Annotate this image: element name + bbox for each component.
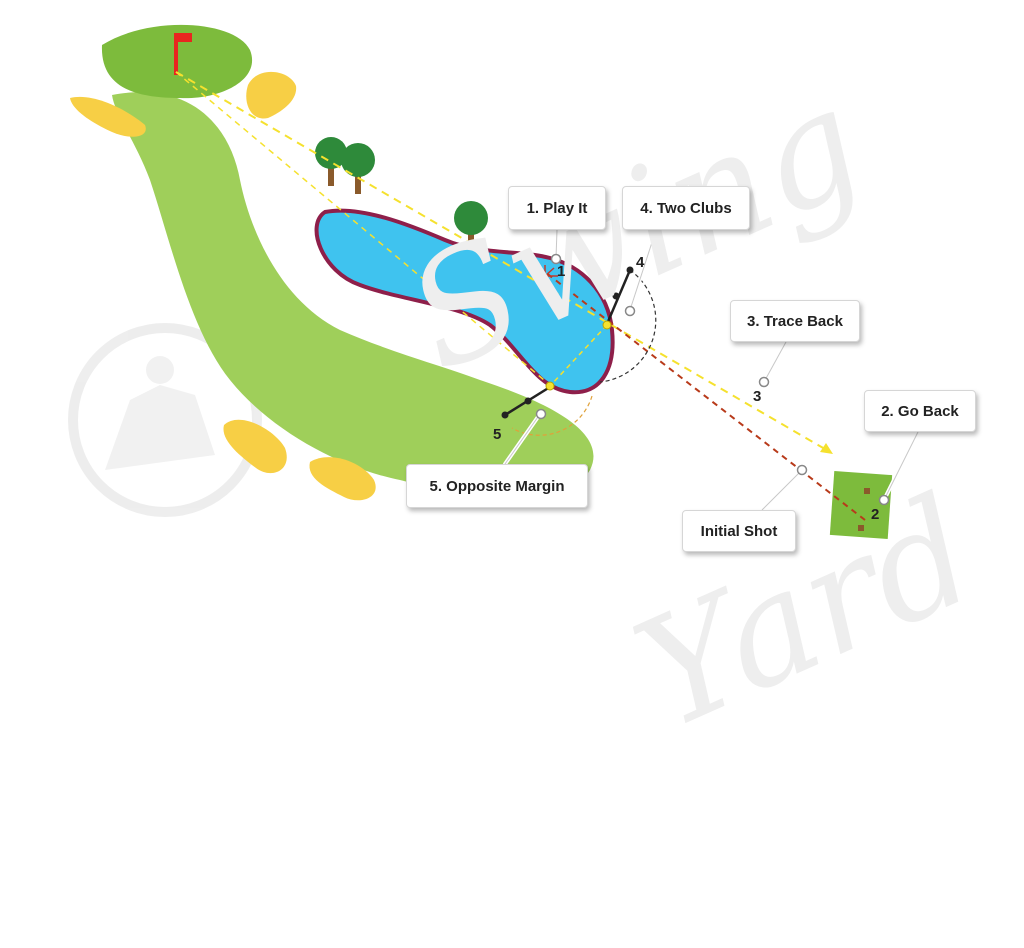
flag-pin [174,33,192,75]
stick-end [626,266,634,274]
callout-opposite-margin: 5. Opposite Margin [406,464,588,508]
two-club-radius-arc [599,269,657,383]
bunker [223,419,287,474]
callout-play-it: 1. Play It [508,186,606,230]
watermark-logo [68,323,262,517]
callout-go-back: 2. Go Back [864,390,976,432]
tree [454,201,488,252]
initial-shot-line [544,271,866,521]
margin-connector [549,324,608,387]
splash-icon [532,265,558,277]
tree [341,143,375,194]
callout-two-clubs: 4. Two Clubs [622,186,750,230]
hazard-entry-point [602,320,612,330]
callout-leaders-outline [504,229,919,511]
opposite-margin-radius-arc [511,395,593,436]
marker-5: 5 [493,426,502,443]
bunker [70,96,146,137]
water-hazard [314,208,615,395]
aim-line-to-tee [175,71,831,453]
stick-mid [524,397,532,405]
callout-trace-back: 3. Trace Back [730,300,860,342]
aim-line-to-margin [175,71,551,386]
golf-hole-diagram: Swing Yard 1. Play It 4. Two Clubs 3. Tr… [68,24,999,763]
callout-anchors [535,253,890,506]
tree [315,137,347,186]
tee-marker [858,525,864,531]
marker-4: 4 [636,254,645,271]
golf-hole-illustration [68,24,920,539]
fairway [112,92,594,496]
bunker [309,457,376,501]
marker-2: 2 [871,506,880,523]
callout-initial-shot: Initial Shot [682,510,796,552]
opposite-margin-point [545,381,555,391]
aim-line-arrowhead [820,443,833,454]
bunker [246,71,297,119]
stick-end [501,411,509,419]
marker-1: 1 [557,263,566,280]
tee-marker [864,488,870,494]
stick-mid [612,292,620,300]
marker-3: 3 [753,388,762,405]
tee-box [829,471,893,539]
